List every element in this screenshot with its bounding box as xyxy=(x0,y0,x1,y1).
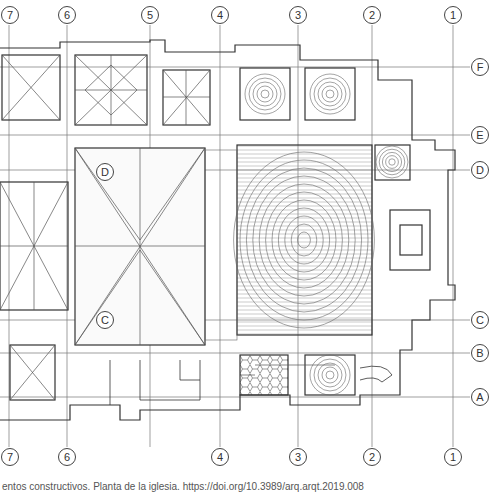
grid-line xyxy=(67,25,68,447)
grid-bubble: 5 xyxy=(141,6,159,24)
grid-label: F xyxy=(477,62,484,73)
vault-ring xyxy=(249,78,281,110)
dome-ring xyxy=(278,208,329,272)
vault-ring xyxy=(382,152,401,171)
dome-ring xyxy=(259,184,349,296)
grid-line xyxy=(220,25,221,447)
grid-line xyxy=(0,170,470,171)
grid-bubble: 3 xyxy=(289,6,307,24)
grid-label: 7 xyxy=(7,10,13,21)
vault-ring xyxy=(314,359,346,391)
grid-bubble: 2 xyxy=(363,448,381,466)
grid-label: 3 xyxy=(295,10,301,21)
grid-label: B xyxy=(476,348,483,359)
grid-label: 3 xyxy=(295,452,301,463)
grid-label: 6 xyxy=(64,10,70,21)
grid-label: 4 xyxy=(217,10,223,21)
grid-label: C xyxy=(476,315,484,326)
vault-ring xyxy=(253,82,277,106)
grid-label: E xyxy=(476,130,483,141)
vault-ring xyxy=(314,78,346,110)
grid-label: 1 xyxy=(450,452,456,463)
vault-ring xyxy=(261,90,269,98)
dome-ring xyxy=(291,224,317,256)
grid-bubble: 1 xyxy=(444,6,462,24)
dome-ring xyxy=(253,176,355,304)
dome-ring xyxy=(240,160,368,320)
vault-ring xyxy=(322,367,338,383)
grid-label: 2 xyxy=(369,10,375,21)
dome-ring xyxy=(285,216,323,264)
vault-ring xyxy=(326,90,334,98)
dome-ring xyxy=(246,168,361,312)
vault-ring xyxy=(318,82,342,106)
dome-ring xyxy=(298,232,311,248)
grid-label: D xyxy=(476,165,484,176)
grid-bubble: D xyxy=(96,163,114,181)
dome-ring xyxy=(272,200,336,280)
grid-bubble: C xyxy=(96,311,114,329)
grid-line xyxy=(453,25,454,447)
grid-bubble: E xyxy=(471,126,489,144)
grid-bubble: 2 xyxy=(363,6,381,24)
grid-bubble: 1 xyxy=(444,448,462,466)
vault-ring xyxy=(376,146,408,178)
caption: entos constructivos. Planta de la iglesi… xyxy=(2,481,364,492)
grid-bubble: A xyxy=(471,388,489,406)
grid-bubble: 7 xyxy=(1,6,19,24)
vault-ring xyxy=(379,149,405,175)
vault-ring xyxy=(257,86,273,102)
grid-label: D xyxy=(101,167,109,178)
grid-label: C xyxy=(101,315,109,326)
grid-label: 7 xyxy=(7,452,13,463)
vault-ring xyxy=(386,156,399,169)
grid-label: 6 xyxy=(64,452,70,463)
grid-bubble: F xyxy=(471,58,489,76)
vault-ring xyxy=(322,86,338,102)
grid-label: A xyxy=(476,392,483,403)
grid-label: 4 xyxy=(217,452,223,463)
grid-label: 2 xyxy=(369,452,375,463)
grid-bubble: 6 xyxy=(58,448,76,466)
grid-line xyxy=(0,135,470,136)
grid-bubble: 7 xyxy=(1,448,19,466)
grid-line xyxy=(9,25,10,447)
grid-label: 1 xyxy=(450,10,456,21)
vault-ring xyxy=(310,74,350,114)
vault-ring xyxy=(326,371,334,379)
grid-bubble: B xyxy=(471,344,489,362)
dome-ring xyxy=(266,192,343,288)
vault-ring xyxy=(389,159,395,165)
vault-ring xyxy=(310,355,350,395)
grid-bubble: 6 xyxy=(58,6,76,24)
grid-line xyxy=(0,320,470,321)
grid-bubble: D xyxy=(471,161,489,179)
vault-ring xyxy=(318,363,342,387)
grid-label: 5 xyxy=(147,10,153,21)
grid-line xyxy=(0,397,470,398)
grid-bubble: 4 xyxy=(211,448,229,466)
dome-ring xyxy=(234,152,375,328)
grid-bubble: 4 xyxy=(211,6,229,24)
grid-line xyxy=(0,67,470,68)
grid-bubble: 3 xyxy=(289,448,307,466)
vault-ring xyxy=(245,74,285,114)
grid-bubble: C xyxy=(471,311,489,329)
